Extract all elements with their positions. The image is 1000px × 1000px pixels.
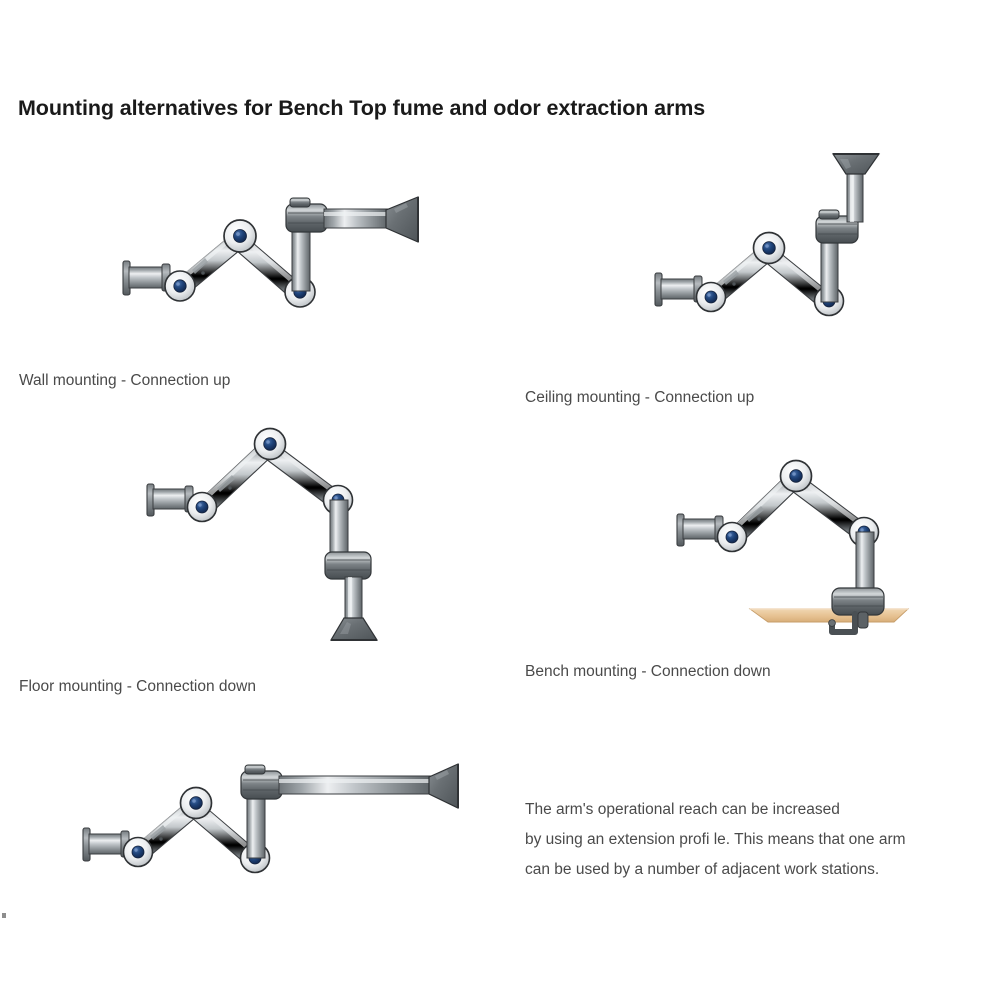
joint-elbow [779,459,813,493]
bench-clamp-bracket [828,611,869,635]
vertical-riser [855,531,875,589]
joint-elbow [179,786,213,820]
joint-shoulder [186,491,218,523]
wall-flange [676,513,724,547]
wall-flange [122,260,171,296]
figure-wall-mount [118,185,438,320]
caption-bench-mount: Bench mounting - Connection down [525,663,771,680]
figure-ceiling-mount [650,152,900,327]
elbow-housing [240,764,283,800]
bench-top [748,608,910,623]
extraction-hood [428,763,459,809]
vertical-riser [329,499,349,555]
elbow-housing [285,197,328,233]
note-line-3: can be used by a number of adjacent work… [525,861,880,878]
vertical-riser-lower [820,239,839,303]
note-line-2: by using an extension profi le. This mea… [525,831,906,848]
figure-bench-mount [672,452,922,642]
caption-floor-mount: Floor mounting - Connection down [19,678,256,695]
extension-note: The arm's operational reach can be incre… [525,795,965,885]
page-title: Mounting alternatives for Bench Top fume… [18,96,706,120]
joint-elbow [223,219,257,253]
caption-wall-mount: Wall mounting - Connection up [19,372,231,389]
bench-mount-housing [831,587,885,616]
joint-shoulder [716,521,748,553]
vertical-riser [291,226,311,292]
figure-extension-arm [78,752,478,877]
joint-shoulder [122,836,154,868]
joint-elbow [253,427,287,461]
joint-shoulder [164,270,196,302]
vertical-riser [246,793,266,859]
scan-artifact-speck [2,913,6,918]
vertical-outlet-tube [846,173,864,223]
figure-floor-mount [142,422,397,647]
elbow-housing-down [324,551,372,580]
wall-flange [654,272,703,307]
joint-elbow [752,231,786,265]
extraction-hood-down [329,617,379,641]
vertical-outlet-tube [344,576,363,620]
note-line-1: The arm's operational reach can be incre… [525,801,840,818]
elbow-housing [815,209,859,244]
extraction-hood [385,196,419,243]
extension-profile-tube [278,775,432,795]
caption-ceiling-mount: Ceiling mounting - Connection up [525,389,755,406]
extraction-hood-up [831,153,881,175]
joint-shoulder [695,281,727,313]
wall-flange [82,827,130,862]
arm-lower-segment [197,438,276,516]
wall-flange [146,483,194,517]
horizontal-outlet-tube [323,208,389,229]
